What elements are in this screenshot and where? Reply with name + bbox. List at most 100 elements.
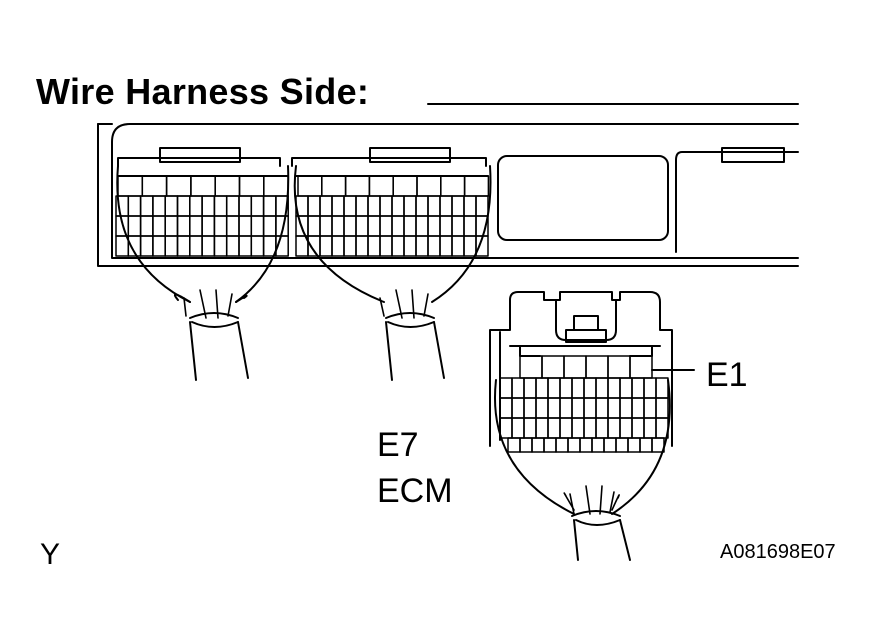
terminal-cell [115,235,130,257]
terminal-cell [250,235,265,257]
terminal-cell [321,175,347,197]
terminal-cell [535,377,549,399]
e7-lock-window [573,315,599,331]
terminal-cell [127,195,142,217]
terminal-cell [547,377,561,399]
terminal-cell [367,215,381,237]
terminal-cell [463,175,490,197]
terminal-cell [415,235,429,257]
terminal-cell [463,215,477,237]
terminal-cell [250,195,265,217]
terminal-cell [250,215,265,237]
terminal-cell [152,215,166,237]
terminal-cell [559,417,573,439]
terminal-cell [559,397,573,419]
terminal-cell [595,417,609,439]
terminal-cell [331,235,345,257]
terminal-cell [355,195,369,217]
terminal-cell [427,195,441,217]
terminal-cell [319,195,333,217]
terminal-cell [139,235,154,257]
terminal-cell [535,417,549,439]
terminal-cell [475,235,489,257]
terminal-cell [559,377,573,399]
terminal-cell [213,215,228,237]
terminal-cell [583,377,597,399]
corner-mark: Y [40,538,61,571]
terminal-cell [555,437,569,453]
terminal-cell [607,397,621,419]
terminal-cell [427,235,441,257]
terminal-cell [275,235,289,257]
terminal-cell [603,437,617,453]
terminal-cell [631,377,645,399]
terminal-cell [523,417,537,439]
terminal-cell [331,215,345,237]
diagram-title: Wire Harness Side: [36,71,370,112]
terminal-cell [519,355,543,379]
terminal-cell [164,195,179,217]
terminal-cell [439,215,453,237]
terminal-cell [439,195,453,217]
terminal-cell [307,195,321,217]
terminal-cell [643,397,657,419]
terminal-cell [567,437,581,453]
terminal-cell [451,235,465,257]
terminal-cell [403,215,417,237]
terminal-cell [627,437,641,453]
terminal-cell [579,437,593,453]
terminal-cell [507,437,521,453]
terminal-cell [176,215,191,237]
terminal-cell [463,195,477,217]
terminal-cell [531,437,545,453]
terminal-cell [176,195,191,217]
terminal-cell [355,235,369,257]
figure-id: A081698E07 [720,541,836,563]
terminal-cell [343,235,357,257]
terminal-cell [595,377,609,399]
terminal-cell [139,195,154,217]
terminal-cell [463,235,477,257]
terminal-cell [391,215,405,237]
terminal-cell [391,195,405,217]
terminal-cell [319,215,333,237]
terminal-cell [139,215,154,237]
terminal-cell [655,397,669,419]
terminal-cell [655,377,669,399]
terminal-cell [523,377,537,399]
terminal-cell [583,417,597,439]
terminal-cell [225,215,240,237]
terminal-cell [403,195,417,217]
terminal-cell [263,175,289,197]
terminal-cell [511,377,525,399]
terminal-cell [585,355,609,379]
terminal-cell [189,195,203,217]
terminal-cell [615,437,629,453]
terminal-cell [190,175,216,197]
terminal-cell [127,215,142,237]
terminal-cell [619,397,633,419]
connector-b-terminals [295,175,490,257]
terminal-cell [331,195,345,217]
terminal-cell [319,235,333,257]
connector-a [115,147,290,381]
terminal-cell [238,195,253,217]
terminal-cell [164,215,179,237]
terminal-cell [297,175,323,197]
component-label: ECM [377,472,453,510]
terminal-cell [583,397,597,419]
terminal-cell [607,417,621,439]
terminal-cell [379,195,393,217]
terminal-cell [595,397,609,419]
terminal-cell [165,175,192,197]
terminal-label-e1: E1 [706,356,748,394]
terminal-cell [213,195,228,217]
connector-code-label: E7 [377,426,419,464]
terminal-cell [535,397,549,419]
terminal-cell [416,175,442,197]
terminal-cell [511,417,525,439]
terminal-cell [415,215,429,237]
terminal-cell [379,215,393,237]
connector-e7 [489,291,673,561]
